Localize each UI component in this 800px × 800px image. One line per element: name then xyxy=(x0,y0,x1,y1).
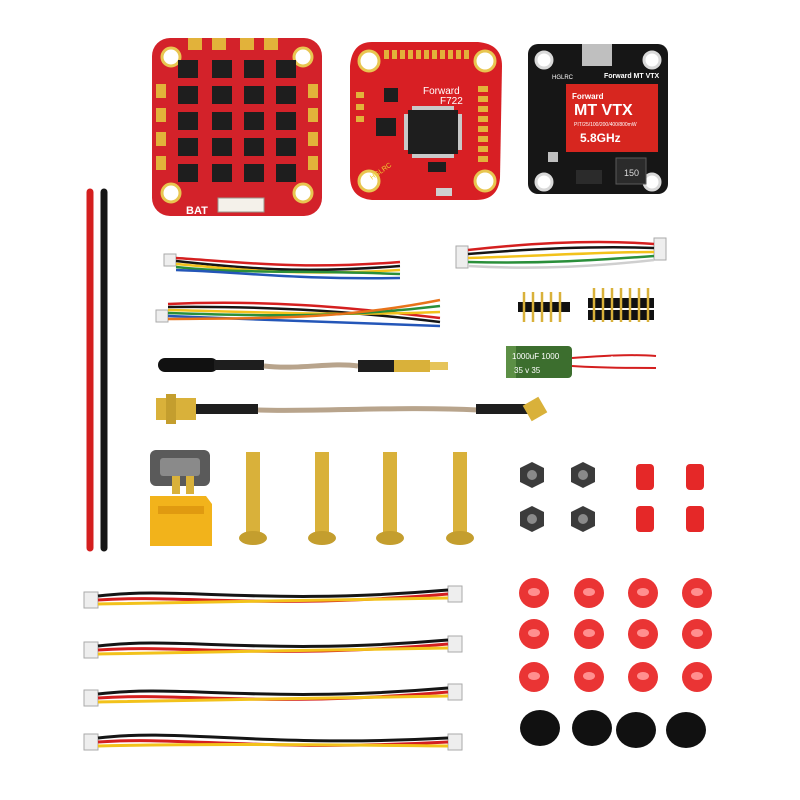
black-grommets xyxy=(520,710,706,748)
fc-harness-cable xyxy=(155,298,441,328)
capacitor-marking-bottom: 35 v 35 xyxy=(514,366,541,375)
esc-harness-cable xyxy=(163,253,401,280)
electrolytic-capacitor: 1000uF 1000 35 v 35 xyxy=(506,346,657,378)
capacitor-marking-top: 1000uF 1000 xyxy=(512,352,560,361)
antenna-mmcx-cable xyxy=(158,358,448,372)
fc-brand-label: Forward xyxy=(423,86,460,97)
vtx-freq-label: 5.8GHz xyxy=(580,131,621,145)
screw xyxy=(239,452,267,545)
esc-board: BAT xyxy=(152,38,322,217)
vtx-harness-cable xyxy=(455,237,667,269)
three-wire-cable xyxy=(83,733,463,751)
three-wire-cable xyxy=(83,683,463,707)
screw xyxy=(376,452,404,545)
xt60-connector xyxy=(150,450,212,546)
esc-bat-label: BAT xyxy=(186,205,208,217)
pin-header-large xyxy=(588,288,654,322)
antenna-sma-cable xyxy=(156,394,548,424)
three-wire-cable xyxy=(83,585,463,609)
gold-screws xyxy=(239,452,474,545)
hex-nuts xyxy=(520,462,595,532)
damper-rings xyxy=(519,578,712,692)
vtx-title-label: MT VTX xyxy=(574,102,633,119)
pin-header-small xyxy=(518,292,570,322)
screw xyxy=(308,452,336,545)
vtx-brand-label: Forward xyxy=(572,92,604,101)
power-wires xyxy=(86,188,108,552)
vtx-board: HGLRC Forward MT VTX Forward MT VTX PIT/… xyxy=(528,44,668,194)
screw xyxy=(446,452,474,545)
fc-model-label: F722 xyxy=(440,96,463,107)
vtx-header-logo: HGLRC xyxy=(552,75,574,81)
flight-controller-board: Forward F722 HGLRC xyxy=(350,42,502,200)
three-wire-cable xyxy=(83,635,463,659)
red-spacers xyxy=(636,464,704,532)
vtx-power-label: PIT/25/100/200/400/800mW xyxy=(574,122,637,128)
vtx-header-title: Forward MT VTX xyxy=(604,73,660,80)
vtx-inductor-label: 150 xyxy=(624,168,639,178)
